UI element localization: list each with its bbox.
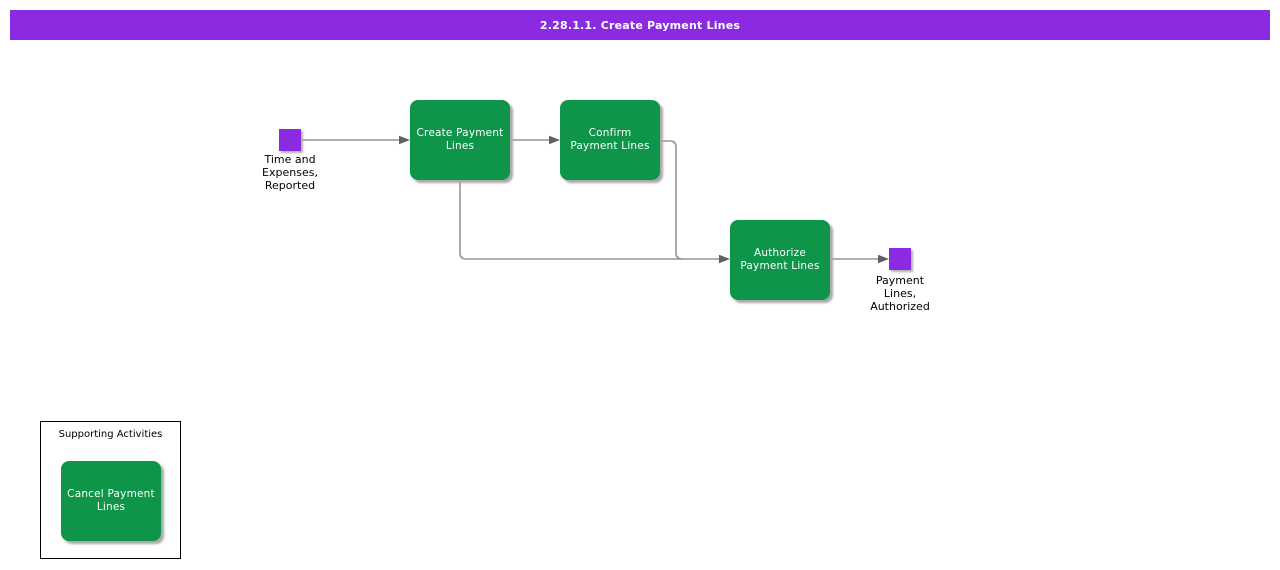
end-event-square[interactable] [889, 248, 911, 270]
start-event-label: Time and Expenses, Reported [262, 153, 318, 192]
end-event-label: Payment Lines, Authorized [870, 274, 930, 313]
supporting-activities-box: Supporting Activities Cancel Payment Lin… [40, 421, 181, 559]
diagram-title: 2.28.1.1. Create Payment Lines [539, 18, 741, 32]
activity-cancel-payment-lines[interactable]: Cancel Payment Lines [61, 461, 161, 541]
connector-create-to-authorize [459, 180, 719, 260]
diagram-title-bar: 2.28.1.1. Create Payment Lines [10, 10, 1270, 40]
arrowhead-into-confirm [549, 135, 560, 145]
connector-confirm-to-authorize [660, 140, 683, 260]
start-event-square[interactable] [279, 129, 301, 151]
arrowhead-into-create [399, 135, 410, 145]
activity-create-payment-lines[interactable]: Create Payment Lines [410, 100, 510, 180]
supporting-activities-title: Supporting Activities [58, 429, 163, 440]
arrowhead-into-authorize [719, 254, 730, 264]
activity-authorize-payment-lines[interactable]: Authorize Payment Lines [730, 220, 830, 300]
arrowhead-into-end-event [878, 254, 889, 264]
activity-confirm-payment-lines[interactable]: Confirm Payment Lines [560, 100, 660, 180]
